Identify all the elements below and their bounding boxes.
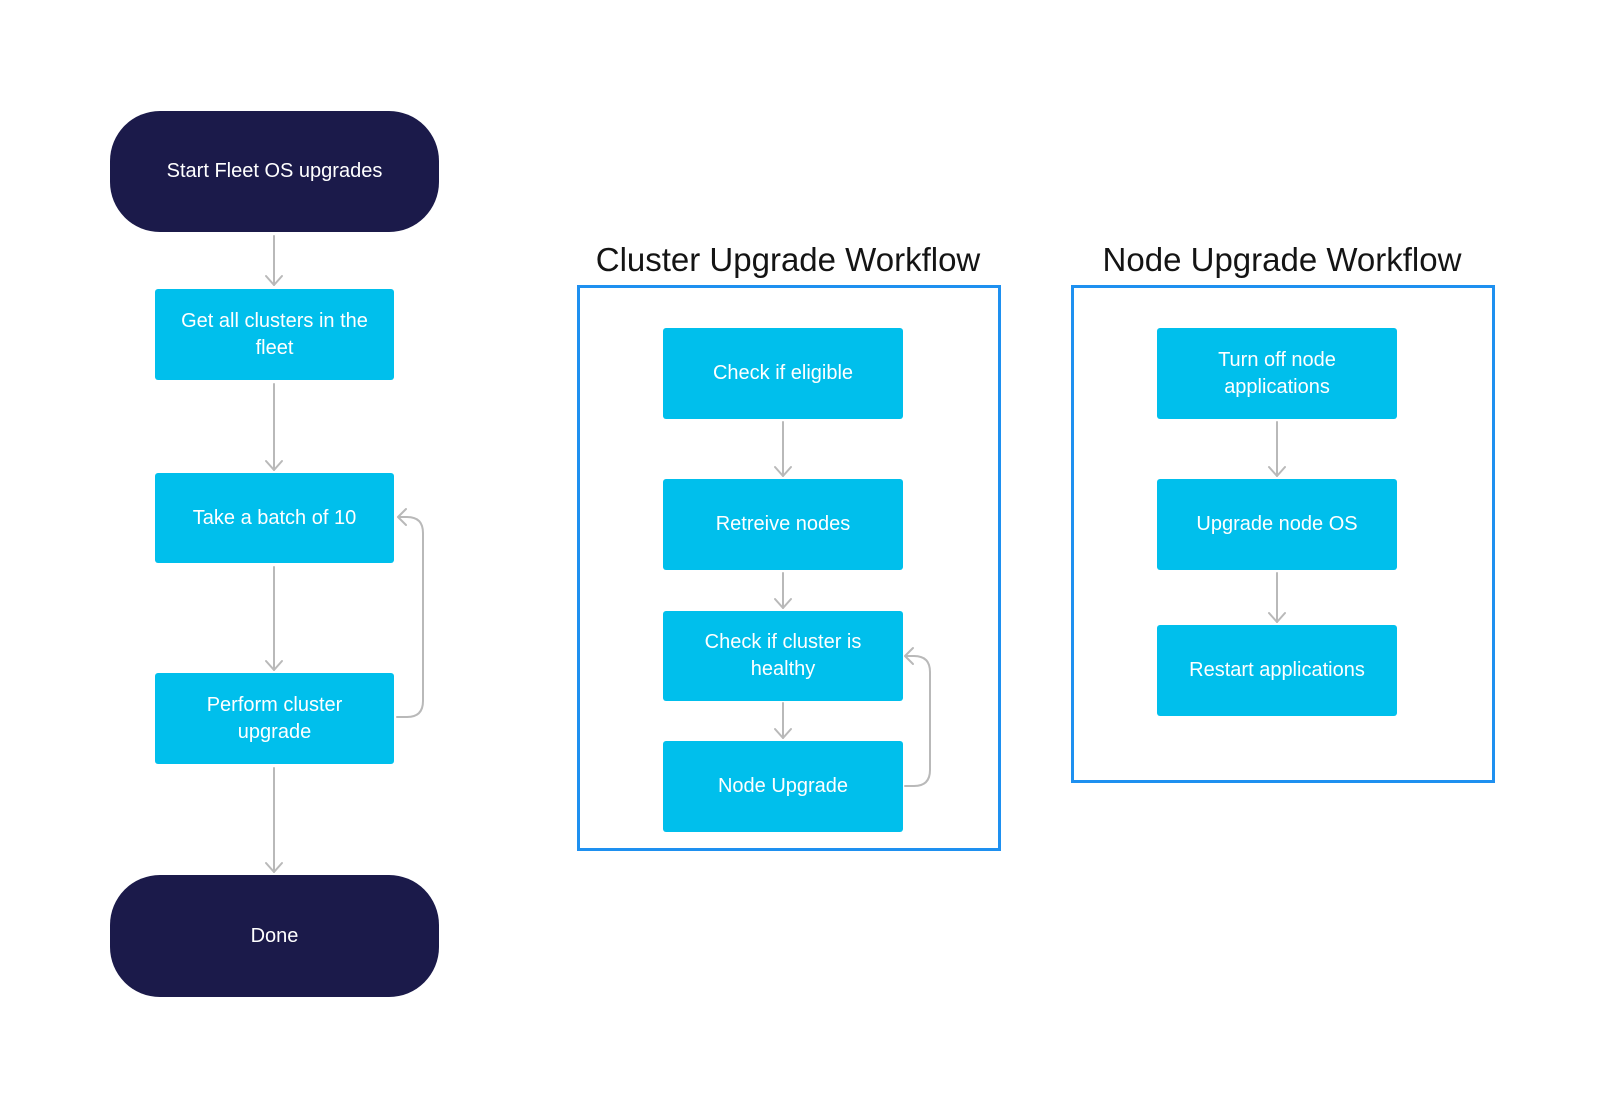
arrow-retrieve-to-healthy: [774, 572, 792, 609]
loop-arrow-perform-to-batch: [396, 508, 424, 718]
arrow-batch-to-perform: [265, 566, 283, 671]
loop-arrow-node-upgrade-to-healthy: [904, 647, 931, 787]
arrow-perform-to-done: [265, 767, 283, 873]
node-step-upgrade-os: Upgrade node OS: [1157, 479, 1397, 570]
take-batch-label: Take a batch of 10: [192, 506, 357, 529]
node-step-label: Restart applications: [1189, 659, 1365, 681]
node-workflow-title: Node Upgrade Workflow: [1102, 241, 1462, 278]
cluster-workflow-title: Cluster Upgrade Workflow: [595, 241, 981, 278]
done-label: Done: [250, 924, 299, 947]
arrow-healthy-to-node-upgrade: [774, 702, 792, 739]
cluster-step-check-healthy: Check if cluster is healthy: [663, 611, 903, 701]
node-step-turn-off-apps: Turn off node applications: [1157, 328, 1397, 419]
start-terminal: Start Fleet OS upgrades: [110, 111, 439, 232]
node-step-label: Upgrade node OS: [1196, 513, 1358, 535]
cluster-step-node-upgrade: Node Upgrade: [663, 741, 903, 832]
cluster-step-label: Retreive nodes: [715, 513, 851, 535]
get-clusters-label: Get all clusters in the fleet: [181, 309, 368, 359]
arrow-start-to-get-clusters: [265, 235, 283, 286]
perform-upgrade-step: Perform cluster upgrade: [155, 673, 394, 764]
node-step-label: Turn off node applications: [1218, 348, 1336, 398]
node-step-restart-apps: Restart applications: [1157, 625, 1397, 716]
arrow-get-clusters-to-batch: [265, 383, 283, 471]
cluster-step-label: Check if eligible: [712, 362, 854, 384]
arrow-turn-off-to-upgrade-os: [1268, 421, 1286, 477]
arrow-upgrade-os-to-restart: [1268, 572, 1286, 623]
start-label: Start Fleet OS upgrades: [166, 160, 383, 182]
perform-upgrade-label: Perform cluster upgrade: [206, 693, 343, 743]
cluster-step-label: Node Upgrade: [717, 775, 849, 797]
take-batch-step: Take a batch of 10: [155, 473, 394, 563]
get-clusters-step: Get all clusters in the fleet: [155, 289, 394, 380]
cluster-step-retrieve-nodes: Retreive nodes: [663, 479, 903, 570]
node-workflow-panel: [1071, 285, 1495, 783]
cluster-step-label: Check if cluster is healthy: [704, 631, 862, 680]
cluster-workflow-panel: [577, 285, 1001, 851]
cluster-step-check-eligible: Check if eligible: [663, 328, 903, 419]
done-terminal: Done: [110, 875, 439, 997]
arrow-eligible-to-retrieve: [774, 421, 792, 477]
